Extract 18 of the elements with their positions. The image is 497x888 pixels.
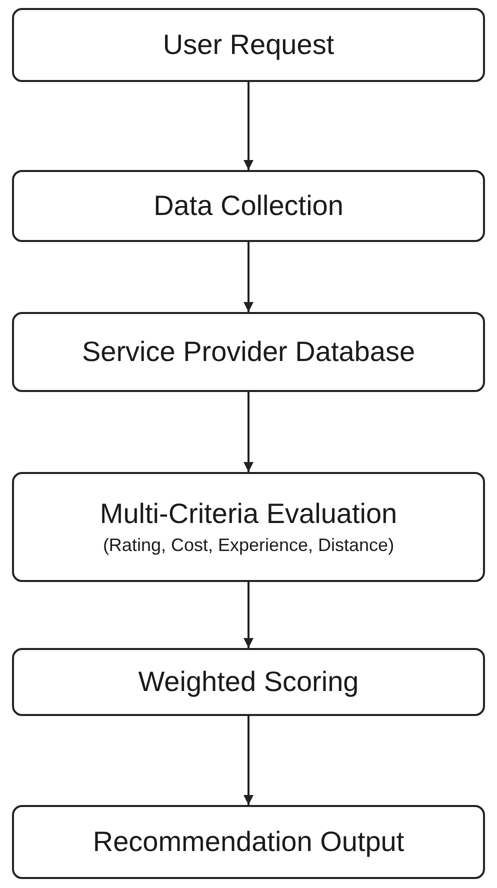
process-box [12,472,485,582]
process-box [12,170,485,242]
process-box [12,805,485,879]
box-subtitle: (Rating, Cost, Experience, Distance) [102,534,394,558]
process-box [12,8,485,82]
arrow [244,392,254,472]
box-title: Data Collection [154,189,344,223]
arrow [244,582,254,648]
arrow [244,716,254,805]
process-box [12,312,485,392]
box-title: Multi-Criteria Evaluation [100,496,398,530]
box-title: User Request [162,28,334,62]
arrow [244,242,254,312]
box-title: Recommendation Output [92,825,404,859]
process-box [12,648,485,716]
box-title: Service Provider Database [82,335,416,369]
arrow [244,82,254,170]
box-title: Weighted Scoring [138,665,359,699]
